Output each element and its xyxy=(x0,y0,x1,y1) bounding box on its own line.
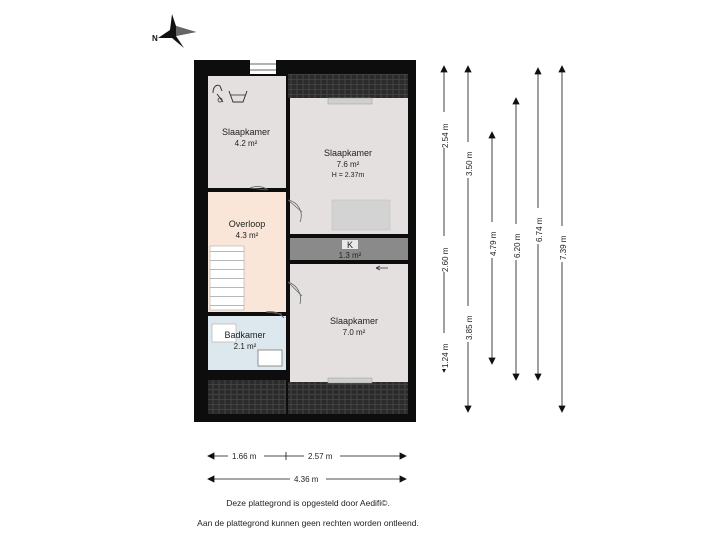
room-overloop-area: 4.3 m² xyxy=(236,231,259,240)
window-sill-top xyxy=(331,199,391,231)
compass: N xyxy=(152,14,196,48)
compass-north-label: N xyxy=(152,34,158,43)
footer-disclaimer-2: Aan de plattegrond kunnen geen rechten w… xyxy=(197,518,419,528)
room-badkamer-area: 2.1 m² xyxy=(234,342,257,351)
room-slaapkamer-bottom-area: 7.0 m² xyxy=(343,328,366,337)
dim-3-50: 3.50 m xyxy=(465,151,474,176)
sink-icon xyxy=(257,349,283,367)
radiator-bottom xyxy=(327,377,373,384)
laundry-icons xyxy=(212,84,248,103)
door-badkamer xyxy=(265,311,285,319)
room-slaapkamer-small-name: Slaapkamer xyxy=(222,127,270,137)
dim-1-66: 1.66 m xyxy=(232,452,257,461)
staircase xyxy=(209,245,245,311)
room-slaapkamer-bottom xyxy=(290,264,408,382)
doors xyxy=(249,186,303,319)
door-slaapkamer-bottom xyxy=(287,281,303,305)
dim-4-79: 4.79 m xyxy=(489,231,498,256)
room-overloop-name: Overloop xyxy=(229,219,266,229)
room-kast-name: K xyxy=(347,240,353,250)
bath-icon xyxy=(211,323,237,343)
window-top xyxy=(250,60,276,74)
dim-6-20: 6.20 m xyxy=(513,233,522,258)
room-kast-label-bg xyxy=(342,240,358,249)
room-slaapkamer-top-height: H = 2.37m xyxy=(332,172,365,179)
arrow-icon xyxy=(375,265,388,271)
washing-machine-icon xyxy=(212,84,224,103)
roof-bottom-left xyxy=(208,380,286,414)
dim-2-60: 2.60 m xyxy=(441,247,450,272)
room-kast-area: 1.3 m² xyxy=(339,251,362,260)
room-slaapkamer-small xyxy=(208,76,286,188)
dryer-icon xyxy=(228,90,248,103)
roof-bottom-right xyxy=(288,382,408,414)
room-badkamer-name: Badkamer xyxy=(224,330,265,340)
dim-4-36: 4.36 m xyxy=(294,475,319,484)
radiator-top xyxy=(327,97,373,105)
door-slaapkamer-top xyxy=(287,199,303,223)
dim-3-85: 3.85 m xyxy=(465,315,474,340)
roof-top-right xyxy=(288,74,408,98)
dim-7-39: 7.39 m xyxy=(559,235,568,260)
dim-6-74: 6.74 m xyxy=(535,217,544,242)
footer-disclaimer-1: Deze plattegrond is opgesteld door Aedif… xyxy=(226,498,390,508)
door-slaapkamer-small xyxy=(249,186,269,191)
room-slaapkamer-bottom-name: Slaapkamer xyxy=(330,316,378,326)
room-slaapkamer-top-area: 7.6 m² xyxy=(337,160,360,169)
horizontal-dimension-labels: 1.66 m 2.57 m 4.36 m xyxy=(228,450,340,485)
room-slaapkamer-top-name: Slaapkamer xyxy=(324,148,372,158)
dim-1-24: 1.24 m xyxy=(441,343,450,368)
dim-2-54: 2.54 m xyxy=(441,123,450,148)
vertical-dimensions xyxy=(440,65,566,413)
dim-2-57: 2.57 m xyxy=(308,452,333,461)
vertical-dimension-labels: 2.54 m 2.60 m 1.24 m 3.50 m 3.85 m 4.79 … xyxy=(439,112,568,369)
room-slaapkamer-small-area: 4.2 m² xyxy=(235,139,258,148)
